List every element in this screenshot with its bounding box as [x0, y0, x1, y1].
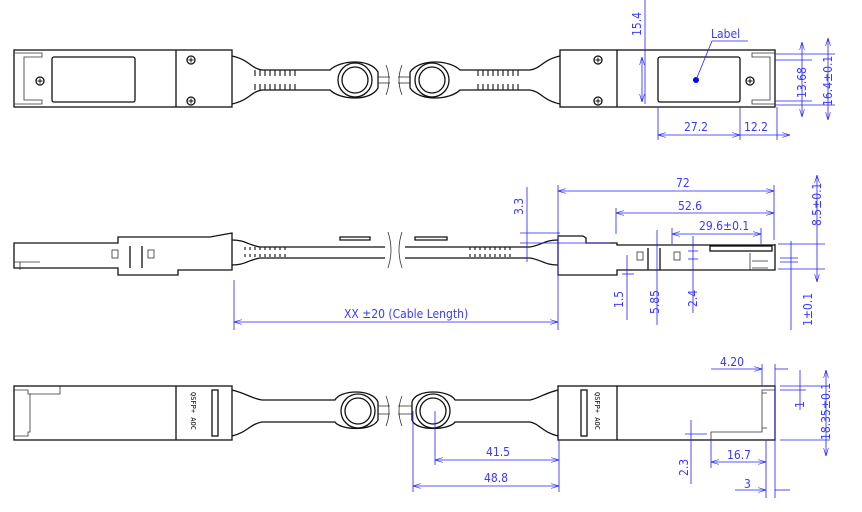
screw-icon [186, 96, 196, 106]
screw-icon [745, 76, 755, 86]
dim-52-6: 52.6 [678, 199, 702, 213]
dim-2-3: 2.3 [677, 459, 691, 476]
dim-16-4: 16.4±0.1 [821, 56, 835, 106]
top-dimensions: 15.4 Label 13.68 16.4±0.1 27.2 12.2 [630, 0, 835, 140]
label-area-left [51, 56, 136, 103]
left-module-bottom: QSFP+ AOC [13, 385, 233, 441]
left-module-side [13, 232, 233, 276]
cable-length-dim: XX ±20 (Cable Length) [344, 307, 468, 321]
side-dimensions: 3.3 72 52.6 29.6±0.1 8.5±0.1 1.5 5.85 2.… [233, 175, 825, 330]
screw-icon [593, 96, 603, 106]
screw-icon [186, 55, 196, 65]
dim-1-5: 1.5 [612, 291, 626, 308]
top-view: 15.4 Label 13.68 16.4±0.1 27.2 12.2 [13, 0, 835, 140]
screw-icon [35, 76, 45, 86]
dim-13-68: 13.68 [795, 67, 809, 98]
right-module-bottom: QSFP+ AOC [557, 385, 776, 441]
dim-16-7: 16.7 [727, 448, 751, 462]
dim-29-6: 29.6±0.1 [699, 219, 749, 233]
dim-5-85: 5.85 [648, 290, 662, 314]
right-module-top [559, 49, 776, 108]
dim-4-20: 4.20 [720, 355, 744, 369]
dim-15-4: 15.4 [630, 12, 644, 36]
dim-1-bottom: 1 [793, 401, 807, 408]
dim-48-8: 48.8 [484, 471, 508, 485]
bottom-cable [231, 389, 559, 437]
dim-8-5: 8.5±0.1 [810, 183, 824, 226]
dim-3-3: 3.3 [512, 198, 526, 215]
dim-12-2: 12.2 [744, 120, 768, 134]
left-module-top [13, 49, 233, 108]
dim-2-4: 2.4 [686, 290, 700, 307]
screw-icon [593, 55, 603, 65]
dim-72: 72 [676, 176, 690, 190]
module-marking-left: QSFP+ AOC [189, 392, 197, 430]
module-marking-right: QSFP+ AOC [593, 392, 601, 430]
left-cable-top [231, 55, 390, 105]
side-cable [231, 231, 559, 269]
right-module-side [557, 235, 776, 276]
dim-41-5: 41.5 [486, 445, 510, 459]
dim-18-35: 18.35±0.1 [819, 383, 833, 440]
label-area-right [657, 56, 741, 103]
dim-3: 3 [744, 477, 751, 491]
dim-27-2: 27.2 [684, 120, 708, 134]
side-view: 3.3 72 52.6 29.6±0.1 8.5±0.1 1.5 5.85 2.… [13, 175, 825, 330]
bottom-dimensions: 4.20 1 18.35±0.1 41.5 48.8 2.3 16.7 3 [412, 355, 833, 498]
label-callout: Label [711, 27, 740, 41]
right-cable-top [398, 55, 561, 105]
dim-1-tol: 1±0.1 [801, 293, 815, 326]
bottom-view: QSFP+ AOC QSFP+ AOC 4.20 1 [13, 355, 833, 498]
